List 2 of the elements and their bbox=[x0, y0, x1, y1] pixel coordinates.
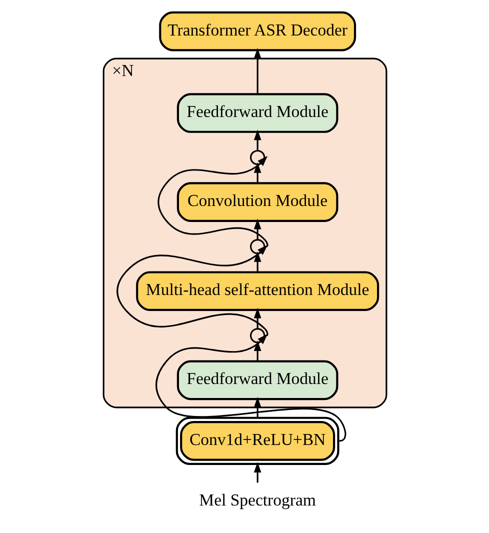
node-label: ×N bbox=[112, 61, 134, 80]
node-text: Mel Spectrogram bbox=[198, 490, 316, 510]
